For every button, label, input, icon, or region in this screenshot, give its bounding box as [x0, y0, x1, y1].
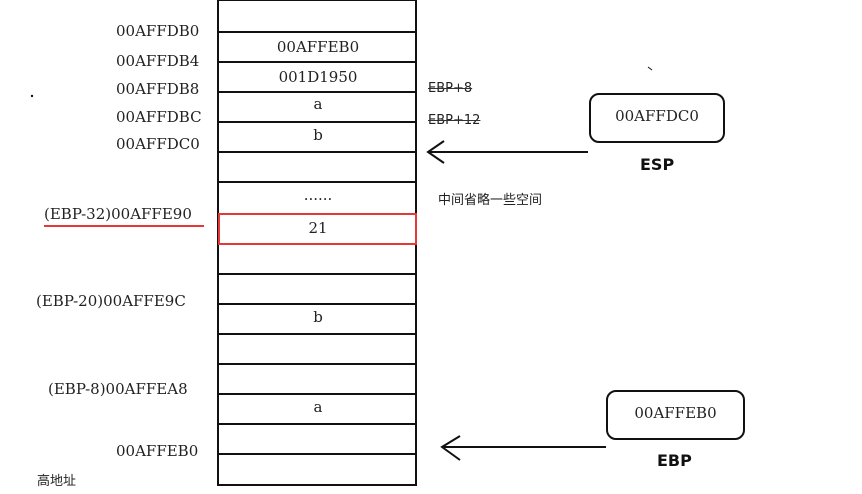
stack-cell-value: a: [313, 95, 323, 113]
ebp-register-value: 00AFFEB0: [634, 404, 717, 422]
stack-row-dividers: [218, 31, 416, 455]
esp-label: ESP: [640, 155, 675, 174]
stack-cell-value: 00AFFEB0: [276, 38, 360, 56]
esp-arrow-head: [426, 140, 445, 164]
stack-cell-value: b: [313, 126, 323, 144]
omitted-space-note: 中间省略一些空间: [438, 193, 543, 208]
address-label: 00AFFDBC: [116, 108, 202, 126]
ebp-label: EBP: [657, 451, 692, 470]
address-label: 00AFFDB0: [116, 22, 200, 40]
address-label: 00AFFDC0: [116, 135, 200, 153]
ebp-plus-8-label: EBP+8: [428, 81, 473, 96]
ebp-register-box: 00AFFEB0: [606, 390, 745, 440]
address-label: 00AFFDB8: [116, 80, 200, 98]
address-label-ebp-minus-32: (EBP-32)00AFFE90: [44, 205, 192, 223]
address-label: 00AFFDB4: [116, 52, 200, 70]
stack-cell-ellipsis: ......: [303, 186, 333, 204]
ebp-plus-12-label: EBP+12: [428, 113, 481, 128]
esp-register-value: 00AFFDC0: [615, 107, 699, 125]
stack-cell-value: 21: [308, 219, 328, 237]
stray-dot: [30, 94, 34, 98]
stack-cell-value: a: [313, 398, 323, 416]
esp-register-box: 00AFFDC0: [589, 93, 725, 143]
address-label: 00AFFEB0: [116, 442, 199, 460]
stack-cell-value: 001D1950: [278, 68, 358, 86]
highlighted-cell: [218, 213, 417, 245]
stack-cell-value: b: [313, 308, 323, 326]
address-label-ebp-minus-20: (EBP-20)00AFFE9C: [36, 292, 186, 310]
ebp-arrow-head: [440, 435, 461, 461]
address-label-ebp-minus-8: (EBP-8)00AFFEA8: [48, 380, 188, 398]
high-address-label: 高地址: [37, 474, 77, 489]
stray-mark: [647, 66, 653, 71]
